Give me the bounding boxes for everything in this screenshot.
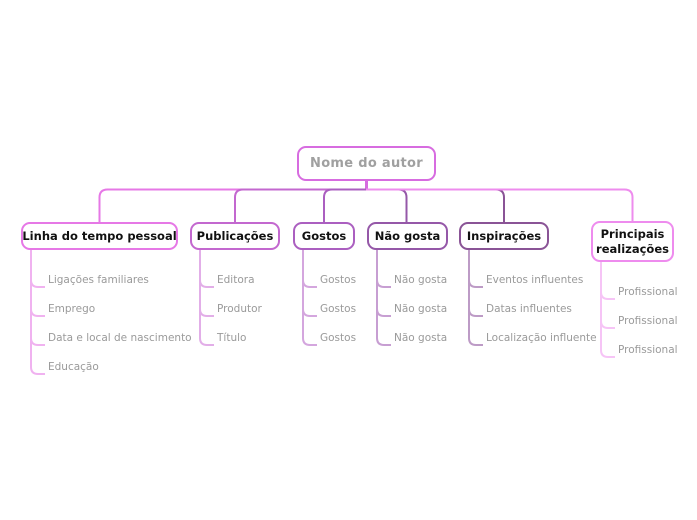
leaf-item[interactable]: Profissional (618, 286, 678, 298)
leaf-connector (199, 279, 214, 288)
leaf-connector (199, 308, 214, 317)
branch-connector (323, 188, 366, 222)
leaf-connector (30, 337, 45, 346)
leaf-connector (302, 279, 317, 288)
leaf-item[interactable]: Título (217, 332, 247, 344)
leaf-item[interactable]: Produtor (217, 303, 262, 315)
leaf-item[interactable]: Editora (217, 274, 255, 286)
leaf-connector (302, 308, 317, 317)
branch-node-nao-gosta[interactable]: Não gosta (367, 222, 448, 250)
leaf-connector (600, 291, 615, 300)
leaf-connector (468, 308, 483, 317)
leaf-item[interactable]: Educação (48, 361, 99, 373)
leaf-item[interactable]: Profissional (618, 315, 678, 327)
leaf-item[interactable]: Gostos (320, 303, 357, 315)
leaf-item[interactable]: Eventos influentes (486, 274, 584, 286)
leaf-connector (302, 337, 317, 346)
leaf-connector (468, 279, 483, 288)
leaf-connector (30, 308, 45, 317)
branch-node-principais-realizacoes[interactable]: Principais realizações (591, 221, 674, 262)
leaf-item[interactable]: Não gosta (394, 332, 448, 344)
leaf-connector (600, 349, 615, 358)
leaf-item[interactable]: Localização influente (486, 332, 597, 344)
branch-node-gostos[interactable]: Gostos (293, 222, 355, 250)
branch-connector (366, 188, 634, 221)
branch-connector (98, 188, 366, 222)
branch-connector (366, 188, 408, 222)
leaf-connector (468, 337, 483, 346)
leaf-item[interactable]: Profissional (618, 344, 678, 356)
leaf-connector (30, 279, 45, 288)
branch-connector (366, 188, 505, 222)
branch-node-inspiracoes[interactable]: Inspirações (459, 222, 549, 250)
leaf-item[interactable]: Gostos (320, 274, 357, 286)
leaf-item[interactable]: Não gosta (394, 303, 448, 315)
leaf-connector (376, 337, 391, 346)
leaf-connector (376, 308, 391, 317)
branch-node-linha-do-tempo-pessoal[interactable]: Linha do tempo pessoal (21, 222, 178, 250)
leaf-item[interactable]: Gostos (320, 332, 357, 344)
leaf-connector (199, 337, 214, 346)
leaf-item[interactable]: Não gosta (394, 274, 448, 286)
leaf-item[interactable]: Ligações familiares (48, 274, 149, 286)
branch-node-publicacoes[interactable]: Publicações (190, 222, 280, 250)
leaf-connector (600, 320, 615, 329)
leaf-item[interactable]: Datas influentes (486, 303, 572, 315)
branch-connector (234, 188, 366, 222)
leaf-item[interactable]: Data e local de nascimento (48, 332, 192, 344)
leaf-connector (376, 279, 391, 288)
leaf-item[interactable]: Emprego (48, 303, 96, 315)
root-node[interactable]: Nome do autor (297, 146, 436, 181)
leaf-connector (30, 366, 45, 375)
